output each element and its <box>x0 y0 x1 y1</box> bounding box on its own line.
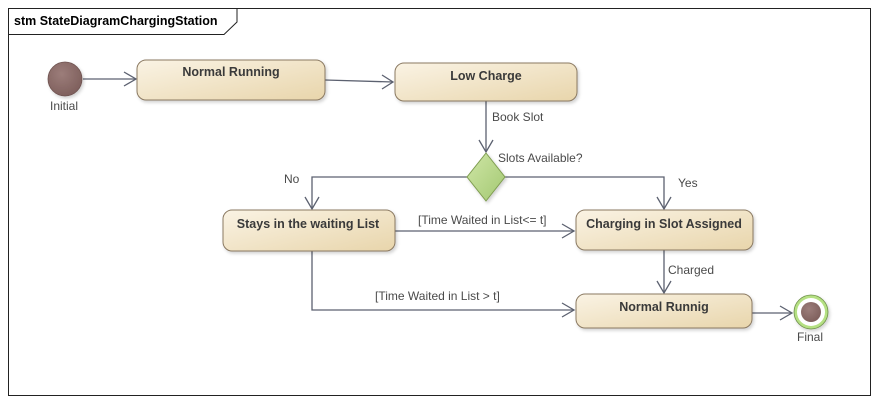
state-charging-slot[interactable]: Charging in Slot Assigned <box>575 209 754 251</box>
edge-normal-running-to-low-charge[interactable] <box>324 79 394 83</box>
final-node[interactable] <box>793 294 829 330</box>
state-normal-running[interactable]: Normal Running <box>136 59 326 101</box>
label-time-gt: [Time Waited in List > t] <box>375 289 500 303</box>
final-label: Final <box>797 330 823 344</box>
state-normal-running-label: Normal Running <box>182 65 279 79</box>
initial-node[interactable] <box>47 61 83 97</box>
decision-node[interactable] <box>466 152 506 202</box>
label-yes: Yes <box>678 176 698 190</box>
frame-title-tab <box>8 8 238 35</box>
label-charged: Charged <box>668 263 714 277</box>
label-time-le: [Time Waited in List<= t] <box>418 213 547 227</box>
transitions <box>83 71 794 321</box>
frame-title: stm StateDiagramChargingStation <box>14 14 218 28</box>
state-normal-runnig-label: Normal Runnig <box>619 300 709 314</box>
state-waiting-list[interactable]: Stays in the waiting List <box>222 209 396 252</box>
decision-label: Slots Available? <box>498 151 583 165</box>
initial-label: Initial <box>50 99 78 113</box>
edge-waiting-to-normal-runnig[interactable] <box>311 251 574 311</box>
state-low-charge[interactable]: Low Charge <box>394 62 578 102</box>
label-no: No <box>284 172 300 186</box>
state-low-charge-label: Low Charge <box>450 69 522 83</box>
edge-decision-no[interactable] <box>311 176 468 209</box>
edge-decision-yes[interactable] <box>504 176 665 209</box>
state-charging-slot-label: Charging in Slot Assigned <box>586 217 742 231</box>
label-book-slot: Book Slot <box>492 110 544 124</box>
state-normal-runnig[interactable]: Normal Runnig <box>575 293 753 329</box>
state-waiting-list-label: Stays in the waiting List <box>237 217 380 231</box>
